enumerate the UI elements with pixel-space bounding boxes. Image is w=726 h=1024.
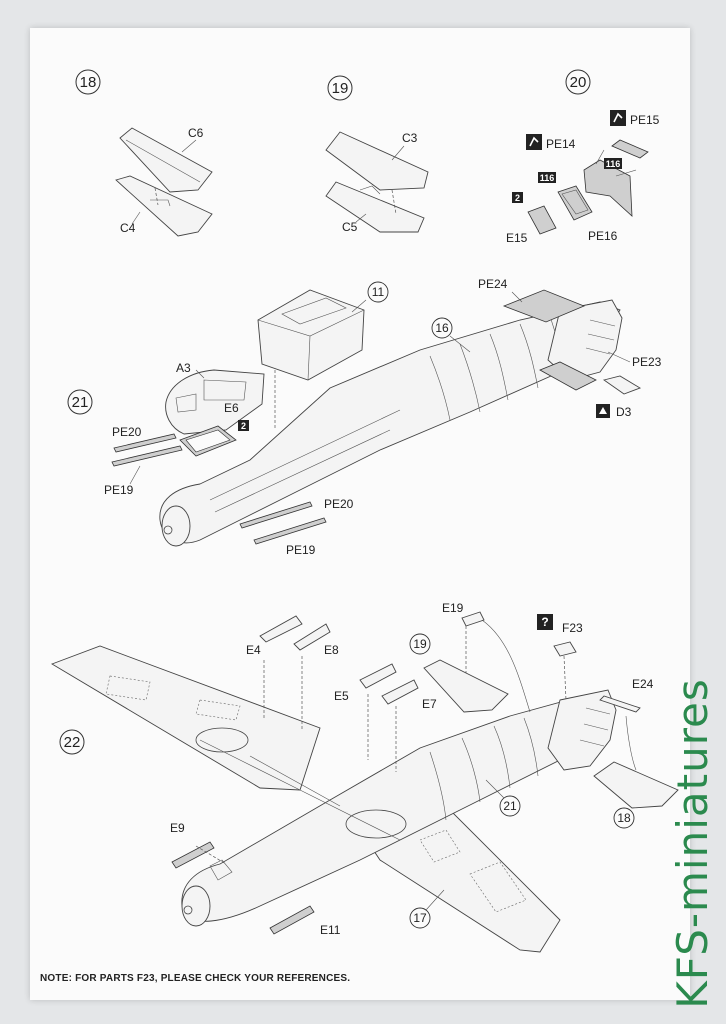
part-label: E8	[324, 643, 339, 657]
part-c5	[325, 181, 425, 233]
part-e5	[359, 663, 397, 689]
part-label: PE15	[630, 113, 660, 127]
part-pe19	[111, 445, 183, 467]
part-pe20	[239, 501, 313, 529]
callout-17: 17	[413, 911, 427, 925]
part-label: PE19	[104, 483, 134, 497]
callout-18: 18	[617, 811, 631, 825]
callout-19: 19	[413, 637, 427, 651]
step-18: 18 C6 C4	[75, 69, 213, 237]
part-e8	[293, 623, 331, 651]
part-label: PE14	[546, 137, 576, 151]
part-pe20	[113, 433, 177, 453]
step-22: 22 E4 E8 E5	[50, 601, 679, 953]
part-label: E9	[170, 821, 185, 835]
step-number: 21	[72, 394, 89, 411]
bend-up-arrow-icon	[610, 110, 626, 126]
subassembly-18	[593, 761, 679, 809]
watermark: KFS-miniatures	[662, 668, 722, 1018]
part-label: C6	[188, 126, 204, 140]
pe-count-badge	[512, 192, 523, 203]
part-label: D3	[616, 405, 632, 419]
part-label: E19	[442, 601, 464, 615]
question-icon	[537, 614, 553, 630]
part-e4	[259, 615, 303, 643]
watermark-text: KFS-miniatures	[667, 677, 717, 1009]
badge-text: 116	[540, 173, 555, 183]
step-number: 22	[64, 734, 81, 751]
part-e19	[461, 611, 485, 627]
part-pe14-assembly	[583, 159, 633, 217]
badge-text: 2	[241, 421, 246, 431]
pe-count-badge	[538, 172, 556, 183]
part-label: C5	[342, 220, 358, 234]
part-e15	[527, 205, 557, 235]
step-20: 20 PE15 PE14 116 116 PE16 2 E15	[506, 69, 660, 245]
part-pe15	[611, 139, 649, 159]
wing-left	[50, 645, 321, 791]
part-e24	[599, 695, 641, 713]
part-label: PE19	[286, 543, 316, 557]
step-21: 21 11 16 A3 E6	[67, 277, 662, 557]
pe-count-badge	[238, 420, 249, 431]
part-label: PE24	[478, 277, 508, 291]
part-label: PE16	[588, 229, 618, 243]
part-e9	[171, 841, 215, 869]
part-d3	[602, 375, 642, 395]
part-pe23	[539, 361, 597, 391]
part-label: E6	[224, 401, 239, 415]
part-c3	[325, 131, 429, 191]
part-label: C3	[402, 131, 418, 145]
badge-text: 2	[515, 193, 520, 203]
tail-fin	[547, 299, 623, 381]
part-label: C4	[120, 221, 136, 235]
badge-text: 116	[606, 159, 621, 169]
subassembly-19	[423, 659, 509, 713]
step-number: 19	[332, 80, 349, 97]
note-text: NOTE: FOR PARTS F23, PLEASE CHECK YOUR R…	[40, 973, 351, 984]
callout-11: 11	[372, 285, 385, 299]
part-11-box	[257, 289, 365, 381]
callout-21: 21	[503, 799, 517, 813]
part-label: PE20	[112, 425, 142, 439]
badge-text: ?	[541, 615, 548, 629]
callout-16: 16	[435, 321, 449, 335]
part-label: E24	[632, 677, 654, 691]
part-label: E15	[506, 231, 528, 245]
part-e11	[269, 905, 315, 935]
part-c4	[115, 175, 213, 237]
step-number: 18	[80, 74, 97, 91]
bend-up-arrow-icon	[526, 134, 542, 150]
pe-count-badge	[604, 158, 622, 169]
part-label: A3	[176, 361, 191, 375]
part-a3	[165, 369, 265, 435]
part-label: F23	[562, 621, 583, 635]
part-label: PE23	[632, 355, 662, 369]
part-label: E4	[246, 643, 261, 657]
part-pe24	[502, 289, 586, 323]
step-19: 19 C3 C5	[325, 75, 429, 234]
part-e7	[381, 679, 419, 705]
step-number: 20	[570, 74, 587, 91]
tail-fin	[547, 689, 617, 771]
part-label: E11	[320, 923, 341, 937]
part-label: E7	[422, 697, 437, 711]
part-label: PE20	[324, 497, 354, 511]
part-pe19	[253, 517, 327, 545]
part-label: E5	[334, 689, 349, 703]
part-f23	[553, 641, 577, 657]
